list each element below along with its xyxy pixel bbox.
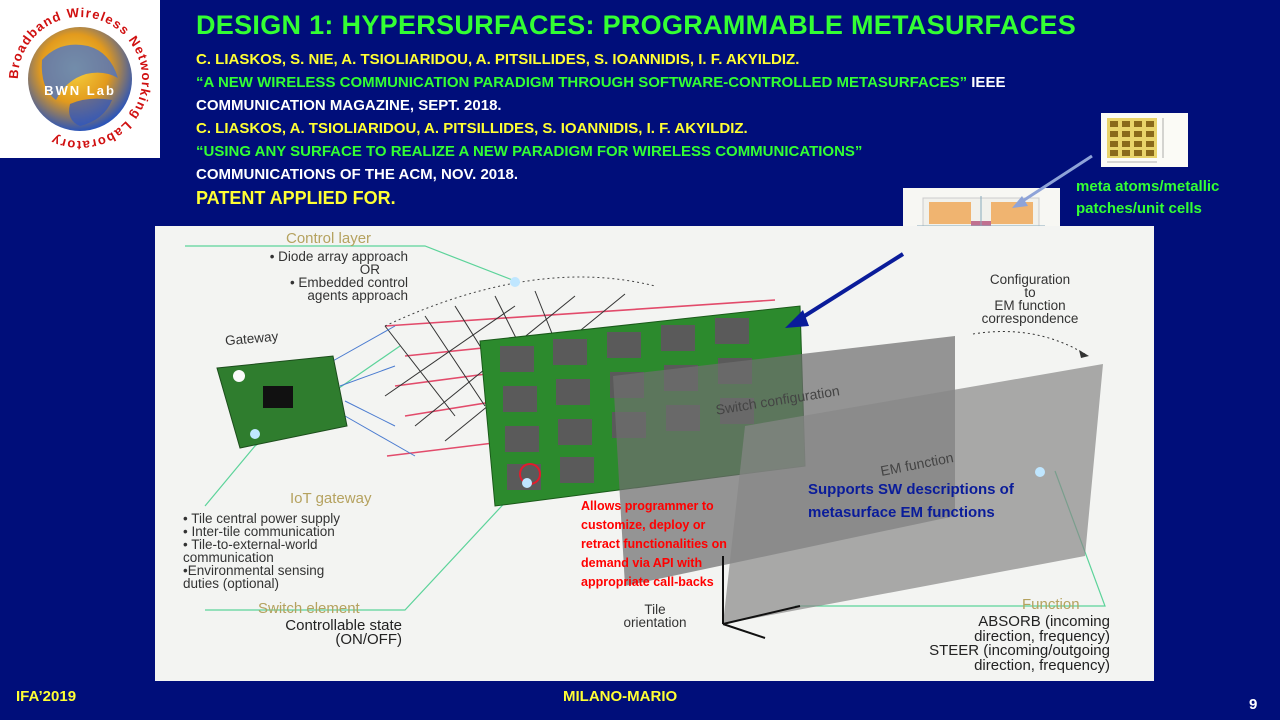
control-item-4: agents approach	[307, 288, 408, 303]
ref1-title: “A NEW WIRELESS COMMUNICATION PARADIGM T…	[196, 74, 968, 91]
switch-item-1: Controllable state	[285, 617, 402, 634]
control-item-2: OR	[359, 262, 380, 277]
api-note-line-2: customize, deploy or	[581, 518, 706, 532]
meta-label-line-2: patches/unit cells	[1076, 200, 1202, 217]
config-label: Configuration to EM function corresponde…	[955, 272, 1105, 326]
footer-event: IFA’2019	[16, 688, 77, 705]
sw-note-line-2: metasurface EM functions	[808, 504, 995, 521]
config-line-1: Configuration	[989, 272, 1071, 287]
api-note-line-5: appropriate call-backs	[581, 575, 714, 589]
page-number: 9	[1249, 696, 1258, 713]
ref2-venue: COMMUNICATIONS OF THE ACM, NOV. 2018.	[196, 166, 518, 183]
ref2-title: “USING ANY SURFACE TO REALIZE A NEW PARA…	[196, 143, 863, 160]
iot-item-1: • Tile central power supply	[183, 511, 341, 526]
footer-location: MILANO-MARIO	[563, 688, 678, 705]
function-item-2: direction, frequency)	[974, 627, 1110, 645]
function-item-1: ABSORB (incoming	[978, 613, 1110, 630]
logo-center-text: BWN Lab	[44, 83, 116, 98]
meta-atom-pointer-arrow	[1017, 154, 1093, 206]
ref1-venue: COMMUNICATION MAGAZINE, SEPT. 2018.	[196, 97, 502, 114]
switch-element-items: Controllable state (ON/OFF)	[225, 617, 402, 648]
function-label: Function	[1022, 596, 1080, 613]
control-item-3: • Embedded control	[289, 275, 408, 290]
sw-descriptions-note: Supports SW descriptions of metasurface …	[808, 478, 1014, 524]
iot-item-5: •Environmental sensing	[183, 563, 325, 578]
tile-orientation-line-1: Tile	[644, 602, 666, 617]
iot-item-3: • Tile-to-external-world	[183, 537, 318, 552]
config-line-3: EM function	[994, 298, 1066, 313]
function-item-4: direction, frequency)	[974, 656, 1110, 674]
ref1-authors: C. LIASKOS, S. NIE, A. TSIOLIARIDOU, A. …	[196, 51, 800, 68]
ref2-authors: C. LIASKOS, A. TSIOLIARIDOU, A. PITSILLI…	[196, 120, 748, 137]
iot-gateway-items: • Tile central power supply • Inter-tile…	[183, 511, 341, 591]
meta-label-line-1: meta atoms/metallic	[1076, 178, 1220, 195]
ref1-title-line: “A NEW WIRELESS COMMUNICATION PARADIGM T…	[196, 74, 1005, 91]
api-note-line-1: Allows programmer to	[581, 499, 714, 513]
iot-item-6: duties (optional)	[183, 576, 280, 591]
sw-note-line-1: Supports SW descriptions of	[808, 481, 1014, 498]
hypersurface-diagram: Control layer • Diode array approach OR …	[155, 226, 1154, 681]
config-line-4: correspondence	[981, 311, 1079, 326]
bwn-lab-logo: Broadband Wireless Networking Laboratory…	[0, 0, 160, 158]
api-note: Allows programmer to customize, deploy o…	[581, 497, 727, 592]
api-note-line-3: retract functionalities on	[581, 537, 727, 551]
meta-atom-array-image	[1101, 113, 1188, 167]
slide-title: DESIGN 1: HYPERSURFACES: PROGRAMMABLE ME…	[196, 10, 1077, 40]
config-line-2: to	[1024, 285, 1036, 300]
api-note-line-4: demand via API with	[581, 556, 703, 570]
patent-note: PATENT APPLIED FOR.	[196, 188, 396, 208]
ref1-venue-a: IEEE	[971, 74, 1006, 91]
iot-item-4: communication	[183, 550, 274, 565]
tile-orientation-label: Tile orientation	[605, 602, 705, 630]
meta-atoms-label: meta atoms/metallic patches/unit cells	[1076, 176, 1219, 220]
control-layer-items: • Diode array approach OR • Embedded con…	[215, 249, 408, 303]
gateway-board	[216, 355, 348, 449]
switch-item-2: (ON/OFF)	[335, 631, 402, 648]
iot-gateway-label: IoT gateway	[290, 490, 372, 507]
iot-item-2: • Inter-tile communication	[183, 524, 335, 539]
tile-orientation-line-2: orientation	[623, 615, 687, 630]
function-items: ABSORB (incoming direction, frequency) S…	[845, 613, 1110, 674]
control-item-1: • Diode array approach	[269, 249, 408, 264]
function-item-3: STEER (incoming/outgoing	[929, 642, 1110, 659]
control-layer-label: Control layer	[286, 230, 372, 247]
em-function-plane	[723, 364, 1103, 624]
switch-element-label: Switch element	[258, 600, 360, 617]
